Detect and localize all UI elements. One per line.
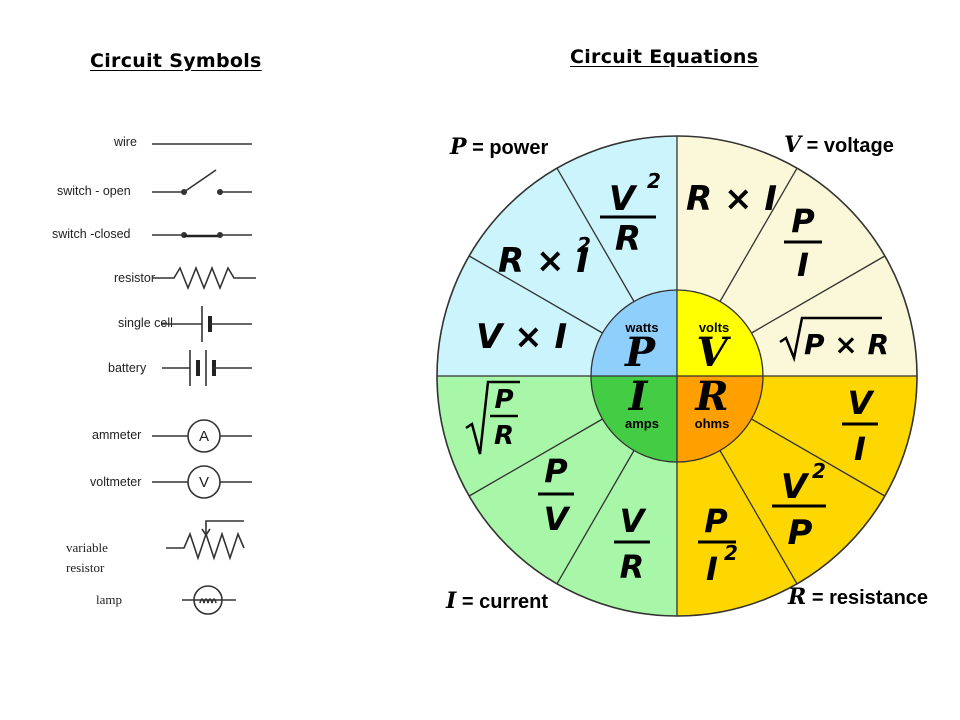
hub-word-volts: volts: [699, 320, 729, 335]
hub-var-i: I: [628, 373, 649, 420]
svg-text:2: 2: [812, 459, 826, 483]
symbol-wire: wire: [113, 135, 252, 149]
hub-var-r: R: [694, 373, 728, 420]
formula-sqrt-p-times-r: P × R: [779, 316, 889, 363]
label-single-cell: single cell: [118, 316, 173, 330]
svg-text:R: R: [615, 219, 641, 259]
hub-current: [591, 376, 677, 462]
label-variable-resistor-1: variable: [66, 540, 108, 555]
formula-p-over-i-squared: P I 2: [698, 502, 738, 588]
equation-wheel: watts P volts V I amps R ohms V 2 R R × …: [436, 132, 928, 617]
hub-word-amps: amps: [625, 416, 659, 431]
label-lamp: lamp: [96, 592, 122, 607]
formula-v-squared-over-p: V 2 P: [772, 459, 826, 553]
wheel-spokes: [437, 136, 917, 616]
symbol-switch-open: switch - open: [57, 169, 252, 198]
svg-text:2: 2: [577, 233, 591, 257]
svg-text:V: V: [781, 467, 810, 507]
hub-word-watts: watts: [624, 320, 658, 335]
symbol-variable-resistor: variable resistor: [66, 520, 245, 575]
svg-text:P: P: [791, 202, 815, 240]
svg-text:P: P: [494, 385, 513, 415]
svg-text:P × R: P × R: [804, 328, 889, 361]
svg-text:V: V: [544, 500, 571, 538]
svg-text:R: R: [494, 421, 514, 451]
formula-v-over-i: V I: [842, 384, 878, 468]
formula-sqrt-p-over-r: P R: [465, 380, 520, 455]
formula-v-over-r: V R: [614, 502, 650, 586]
label-wire: wire: [113, 135, 137, 149]
hub-var-v: V: [696, 329, 731, 376]
svg-text:I: I: [706, 550, 718, 588]
symbol-resistor: resistor: [114, 265, 256, 291]
svg-text:P: P: [544, 452, 568, 490]
svg-text:R × I: R × I: [686, 179, 777, 219]
symbol-switch-closed: switch -closed: [52, 227, 252, 241]
wheel-rim: [436, 135, 918, 617]
label-i-current: I = current: [445, 588, 548, 614]
svg-text:P: P: [704, 502, 728, 540]
svg-text:R × I: R × I: [498, 241, 589, 281]
voltmeter-letter: V: [199, 474, 209, 491]
hub-resistance: [677, 376, 763, 462]
hub: [591, 290, 763, 462]
symbol-ammeter: ammeter A: [92, 419, 252, 453]
label-voltmeter: voltmeter: [90, 475, 141, 489]
svg-text:P: P: [788, 513, 813, 553]
svg-text:V: V: [848, 384, 875, 422]
symbol-single-cell: single cell: [118, 306, 252, 342]
hub-power: [591, 290, 677, 376]
formula-r-times-i-squared: R × I 2: [498, 233, 591, 281]
formula-p-over-i: P I: [784, 202, 822, 284]
formula-v-squared-over-r: V 2 R: [600, 169, 661, 259]
svg-text:I: I: [854, 430, 866, 468]
ammeter-letter: A: [199, 428, 209, 445]
svg-text:V: V: [609, 179, 638, 219]
svg-text:R: R: [620, 548, 645, 586]
label-variable-resistor-2: resistor: [66, 560, 105, 575]
svg-text:2: 2: [647, 169, 661, 193]
hub-var-p: P: [624, 329, 657, 376]
label-p-power: P = power: [449, 134, 548, 160]
label-r-resistance: R = resistance: [787, 584, 928, 610]
label-switch-open: switch - open: [57, 184, 131, 198]
hub-voltage: [677, 290, 763, 376]
symbol-voltmeter: voltmeter V: [90, 465, 252, 499]
svg-text:2: 2: [724, 541, 738, 565]
label-v-voltage: V = voltage: [784, 132, 894, 158]
circuit-symbols-title: Circuit Symbols: [90, 50, 262, 72]
symbol-lamp: lamp: [96, 585, 236, 615]
svg-text:V: V: [620, 502, 647, 540]
label-resistor: resistor: [114, 271, 155, 285]
svg-text:V × I: V × I: [476, 317, 567, 357]
formula-r-times-i: R × I: [686, 179, 777, 219]
label-switch-closed: switch -closed: [52, 227, 131, 241]
label-battery: battery: [108, 361, 147, 375]
symbol-battery: battery: [108, 350, 252, 386]
circuit-equations-title: Circuit Equations: [570, 46, 759, 68]
formula-v-times-i: V × I: [476, 317, 567, 357]
formula-p-over-v: P V: [538, 452, 574, 538]
label-ammeter: ammeter: [92, 428, 141, 442]
hub-word-ohms: ohms: [695, 416, 730, 431]
circuit-symbols-panel: wire switch - open switch -closed resist…: [52, 135, 256, 615]
svg-text:I: I: [797, 246, 809, 284]
